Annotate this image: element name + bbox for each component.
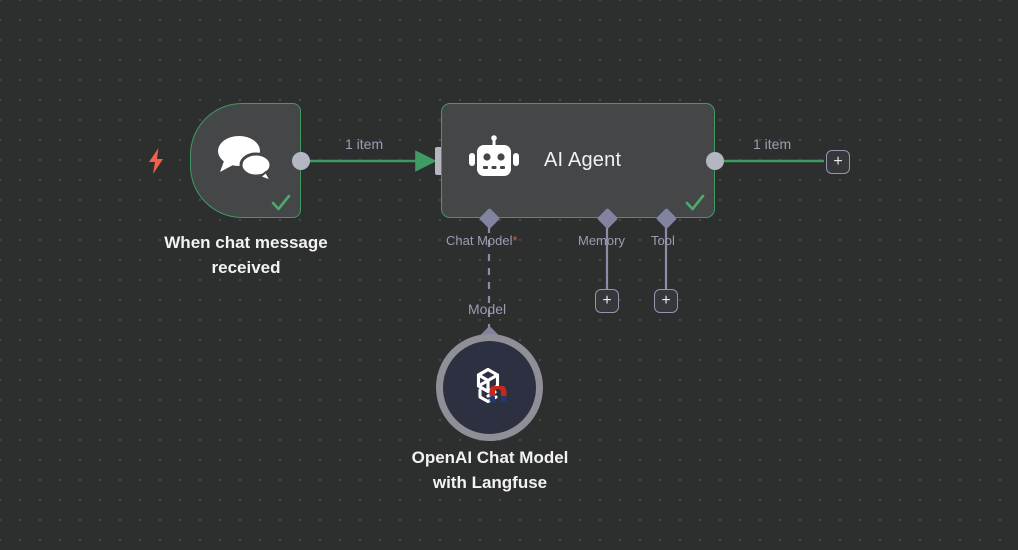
port-label-tool: Tool [651, 233, 675, 248]
port-label-chat-model: Chat Model* [446, 233, 518, 248]
node-openai-chat-model[interactable] [436, 334, 543, 441]
required-asterisk: * [512, 233, 518, 248]
node-ai-agent[interactable]: AI Agent [441, 103, 715, 218]
port-label-memory: Memory [578, 233, 625, 248]
edge-label-model: Model [468, 301, 507, 317]
trigger-output-endpoint[interactable] [292, 152, 310, 170]
node-caption-trigger: When chat message received [164, 233, 328, 277]
add-node-button-memory[interactable]: + [595, 289, 619, 313]
add-node-button-main[interactable]: + [826, 150, 850, 174]
status-checkmark-icon-agent [684, 192, 706, 214]
node-when-chat-message-received[interactable] [190, 103, 301, 218]
add-node-button-tool[interactable]: + [654, 289, 678, 313]
magnet-icon [486, 383, 510, 410]
agent-output-endpoint[interactable] [706, 152, 724, 170]
robot-icon [466, 135, 522, 186]
edge-label-agent-to-add: 1 item [753, 136, 792, 152]
chat-bubbles-icon [214, 130, 278, 191]
lightning-bolt-icon [146, 148, 166, 174]
node-title-ai-agent: AI Agent [544, 149, 622, 171]
status-checkmark-icon [270, 192, 292, 214]
port-label-chat-model-text: Chat Model [446, 233, 513, 248]
edge-label-trigger-to-agent: 1 item [345, 136, 384, 152]
node-caption-openai: OpenAI Chat Model with Langfuse [411, 448, 569, 492]
agent-input-port[interactable] [435, 147, 446, 175]
